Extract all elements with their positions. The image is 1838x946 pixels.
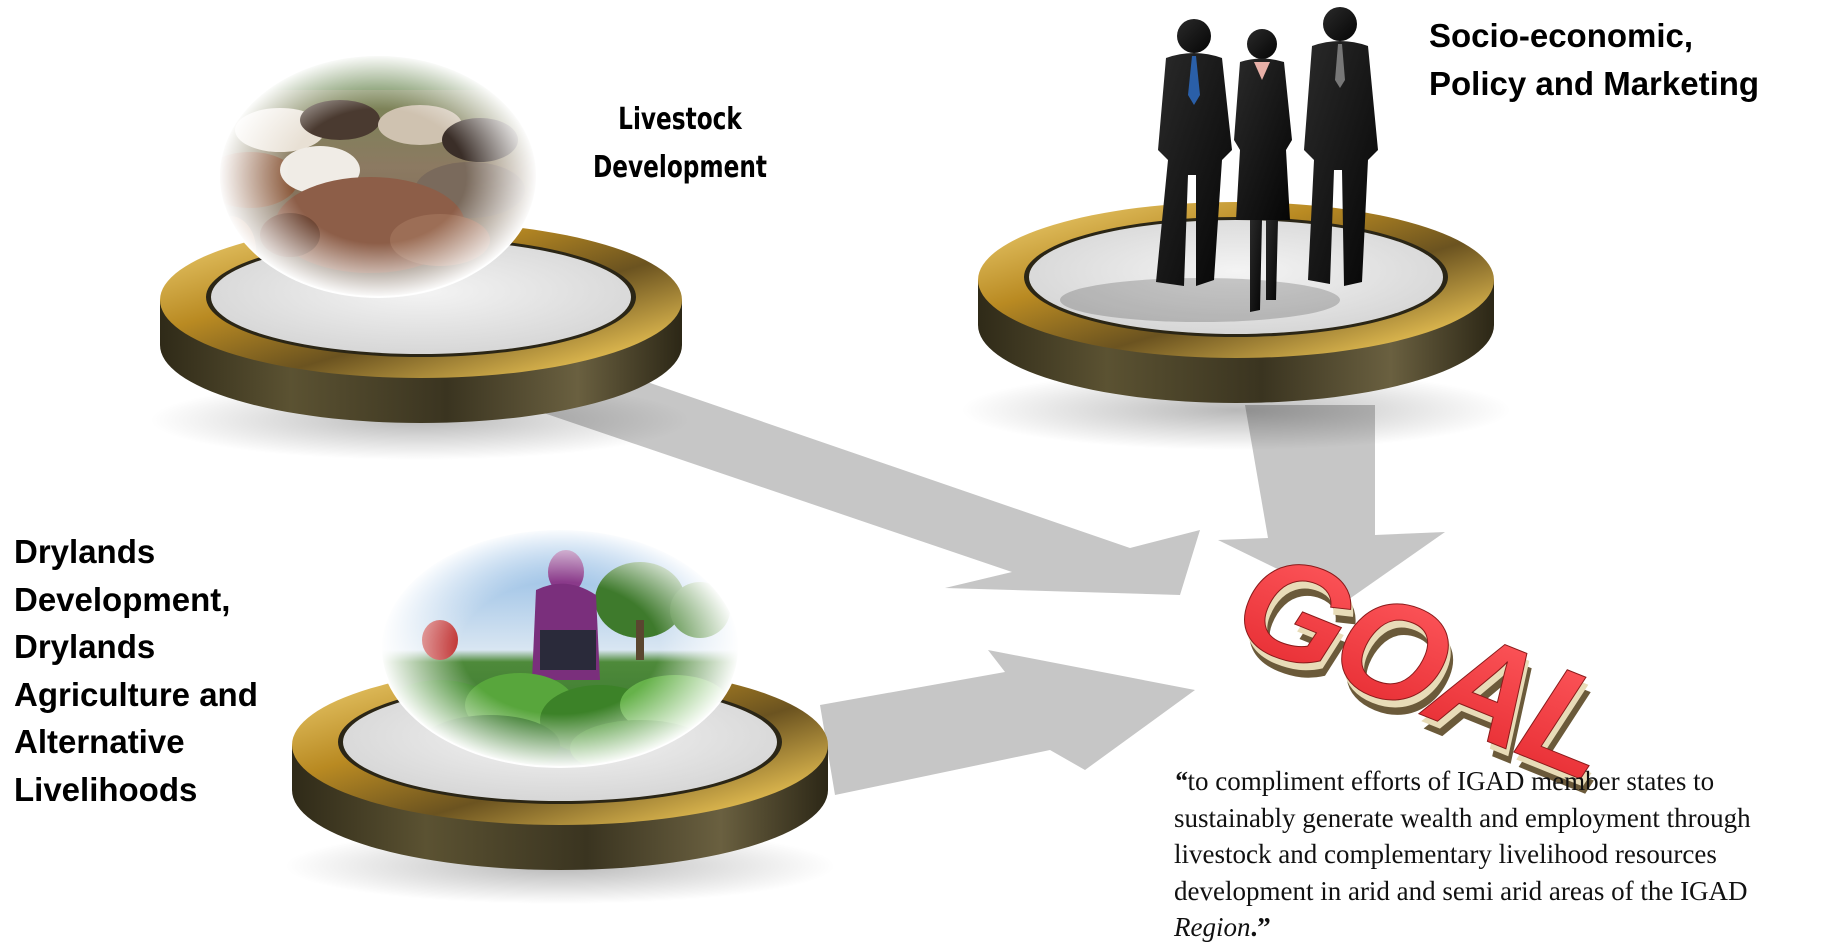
livestock-label: Livestock Development — [577, 96, 783, 192]
drylands-label: Drylands Development, Drylands Agricultu… — [14, 528, 314, 813]
quote-close-mark: .” — [1250, 912, 1271, 942]
goal-statement-region: Region — [1174, 912, 1251, 942]
quote-open-mark: “ — [1174, 766, 1188, 796]
business-people-silhouette — [1156, 7, 1378, 312]
drylands-label-line: Alternative — [14, 723, 185, 760]
socio-label-line-2: Policy and Marketing — [1429, 65, 1760, 102]
disc-socio — [961, 202, 1511, 450]
drylands-label-line: Livelihoods — [14, 770, 198, 808]
cattle-herd-photo — [218, 54, 538, 298]
arrow-drylands-to-goal — [820, 650, 1195, 795]
socio-label-line-1: Socio-economic, — [1429, 17, 1694, 54]
socio-label: Socio-economic, Policy and Marketing — [1429, 12, 1829, 108]
arrow-socio-to-goal — [1218, 405, 1445, 602]
livestock-label-line-1: Livestock — [618, 102, 742, 137]
livestock-label-line-2: Development — [593, 150, 767, 185]
drylands-label-line: Drylands — [14, 628, 156, 665]
disc-livestock — [150, 222, 690, 460]
drylands-label-line: Drylands — [14, 533, 156, 570]
drylands-label-line: Agriculture and — [14, 675, 258, 713]
drylands-label-line: Development, — [14, 580, 231, 618]
goal-statement-body: to compliment efforts of IGAD member sta… — [1174, 766, 1751, 906]
goal-statement: “to compliment efforts of IGAD member st… — [1174, 763, 1834, 946]
